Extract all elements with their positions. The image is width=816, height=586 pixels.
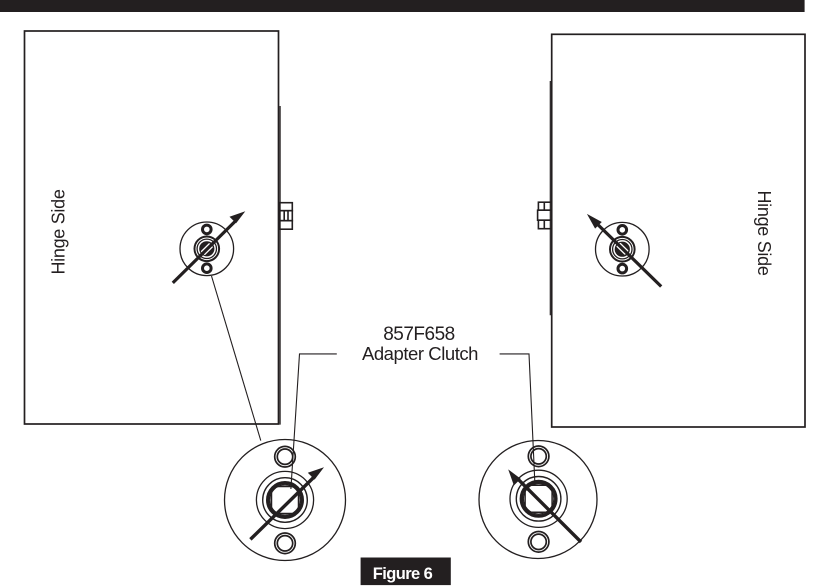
svg-text:Hinge Side: Hinge Side — [754, 190, 774, 275]
svg-text:Hinge Side: Hinge Side — [49, 189, 69, 274]
svg-text:857F658: 857F658 — [383, 324, 455, 345]
svg-text:Figure 6: Figure 6 — [373, 565, 433, 583]
svg-text:Adapter Clutch: Adapter Clutch — [362, 343, 478, 364]
